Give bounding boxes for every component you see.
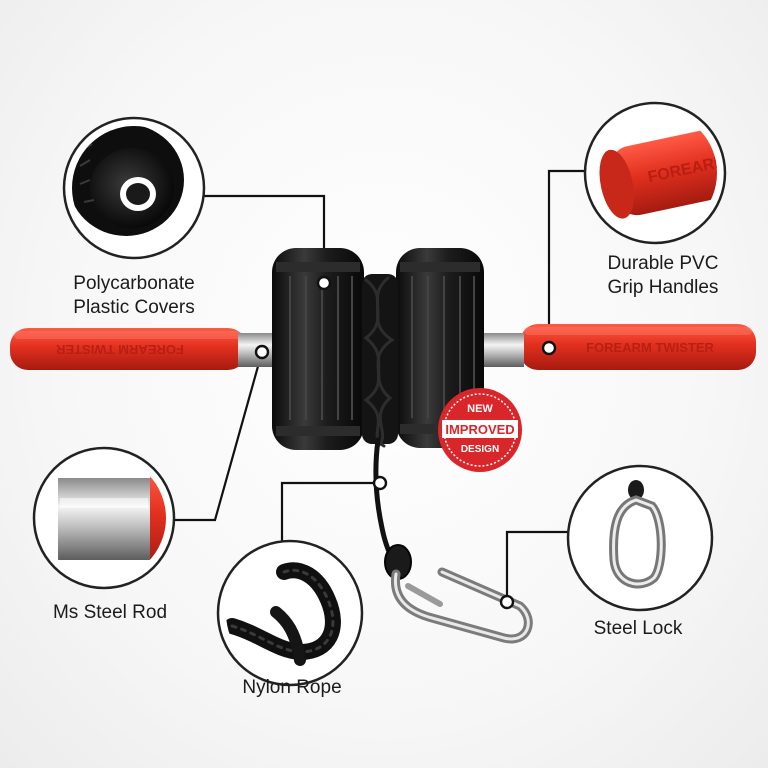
left-drum	[272, 248, 364, 450]
callout-rope-label: Nylon Rope	[222, 676, 362, 700]
callout-lock-line-1: Steel Lock	[593, 618, 683, 639]
inset-covers	[62, 116, 206, 260]
callout-covers-label: Polycarbonate Plastic Covers	[44, 272, 224, 320]
left-grip-handle: FOREARM TWISTER	[10, 328, 246, 370]
callout-handles-label: Durable PVC Grip Handles	[578, 252, 748, 300]
badge-line-1: NEW	[467, 403, 493, 415]
callout-rod-line-1: Ms Steel Rod	[52, 602, 168, 623]
callout-lock-label: Steel Lock	[568, 617, 708, 641]
callout-handles-line-2: Grip Handles	[607, 277, 719, 298]
right-grip-handle: FOREARM TWISTER	[520, 324, 756, 370]
new-improved-badge: NEW IMPROVED DESIGN	[438, 388, 522, 472]
callout-rope-line-1: Nylon Rope	[242, 677, 342, 698]
callout-covers-line-1: Polycarbonate	[73, 273, 195, 294]
inset-rope	[216, 539, 364, 687]
inset-handle: FOREARM TWISTER	[583, 101, 727, 245]
carabiner-hook	[390, 567, 533, 644]
callout-covers-line-2: Plastic Covers	[73, 297, 195, 318]
steel-rod-right	[478, 333, 524, 367]
grip-text-left: FOREARM TWISTER	[55, 342, 183, 357]
inset-rod	[32, 446, 176, 590]
grip-text-right: FOREARM TWISTER	[586, 340, 714, 355]
badge-line-2: IMPROVED	[445, 422, 514, 437]
nylon-rope	[362, 274, 412, 580]
callout-handles-line-1: Durable PVC	[607, 253, 719, 274]
badge-line-3: DESIGN	[461, 444, 499, 455]
callout-dots	[254, 275, 557, 610]
callout-rod-label: Ms Steel Rod	[30, 601, 190, 625]
inset-lock	[566, 464, 714, 612]
